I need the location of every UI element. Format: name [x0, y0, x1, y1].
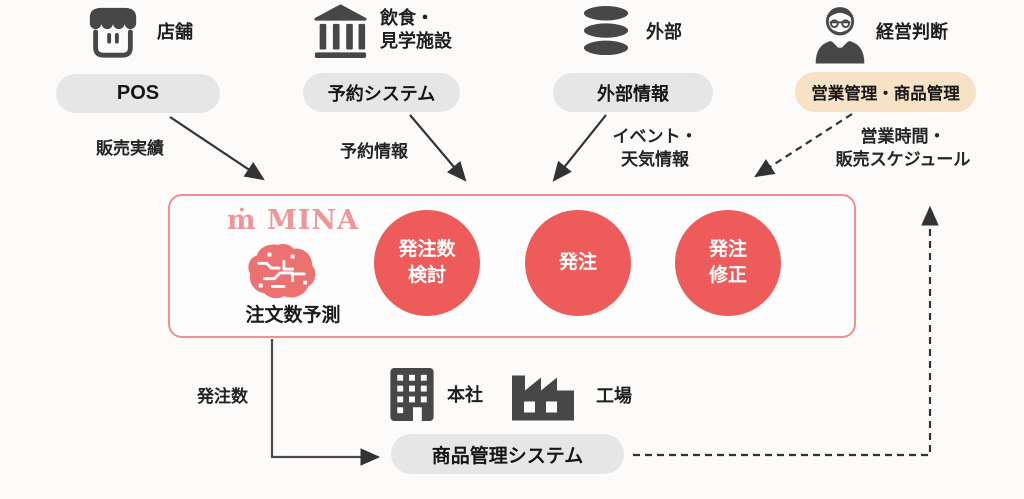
mina-caption: 注文数予測 [245, 305, 341, 326]
sales-product-management-pill: 営業管理・商品管理 [795, 72, 976, 112]
facility-label-line2: 見学施設 [380, 30, 452, 51]
flow-label-order-quantity: 発注数 [197, 387, 248, 406]
reservation-system-pill: 予約システム [303, 73, 460, 112]
factory-icon [512, 375, 574, 421]
mina-system-panel: ṁ MINA 注文数予測 発注数 検討 発注 発注 修正 [168, 194, 856, 338]
office-building-icon [390, 367, 434, 422]
circuit-brain-icon [248, 243, 316, 299]
step-order: 発注 [525, 210, 631, 316]
flow-label-event-weather: イベント・ 天気情報 [598, 126, 712, 172]
arrow-reserve-to-mina [409, 114, 467, 182]
flow-label-sales-results: 販売実績 [96, 139, 164, 158]
flow-label-event-weather-line2: 天気情報 [621, 149, 689, 169]
step-order-quantity-review: 発注数 検討 [374, 210, 480, 316]
pos-system-pill: POS [56, 74, 220, 113]
external-info-pill: 外部情報 [553, 73, 713, 112]
step-order-correction: 発注 修正 [675, 210, 781, 316]
database-icon [581, 4, 631, 57]
product-management-system-pill: 商品管理システム [391, 434, 624, 474]
store-label: 店舗 [157, 22, 193, 42]
management-label: 経営判断 [876, 22, 948, 42]
bank-columns-icon [314, 4, 367, 59]
mina-logo: ṁ MINA [226, 205, 360, 236]
factory-label: 工場 [596, 386, 632, 406]
facility-label-line1: 飲食・ [380, 8, 434, 28]
facility-label: 飲食・ 見学施設 [380, 7, 452, 52]
flow-label-hours-schedule-line1: 営業時間・ [860, 127, 946, 146]
arrow-pos-to-mina [169, 116, 265, 181]
businessman-icon [815, 7, 865, 64]
flow-label-hours-schedule-line2: 販売スケジュール [835, 149, 971, 169]
flow-label-hours-schedule: 営業時間・ 販売スケジュール [816, 126, 990, 172]
headquarters-label: 本社 [447, 385, 483, 405]
arrow-mina-to-product-system [270, 339, 381, 466]
external-label: 外部 [646, 22, 682, 42]
storefront-icon [89, 7, 137, 58]
flow-label-reservation-info: 予約情報 [340, 142, 408, 161]
flow-label-event-weather-line1: イベント・ [612, 127, 698, 146]
